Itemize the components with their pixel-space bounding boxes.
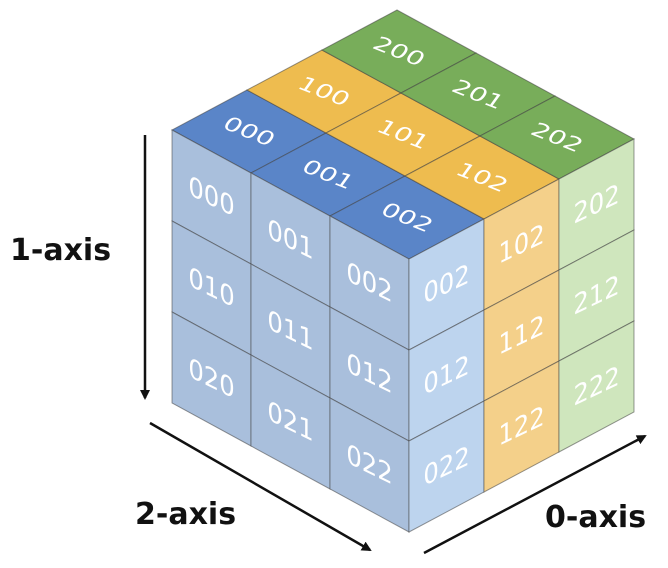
axis0-label: 0-axis bbox=[545, 500, 647, 535]
axis0-arrow bbox=[423, 434, 647, 555]
axis-arrows bbox=[140, 135, 647, 555]
axis1-label: 1-axis bbox=[10, 233, 112, 268]
cube-faces bbox=[170, 9, 636, 533]
axis2-arrow bbox=[149, 421, 372, 552]
right-face-cell bbox=[558, 320, 635, 453]
axis2-label: 2-axis bbox=[135, 497, 237, 532]
